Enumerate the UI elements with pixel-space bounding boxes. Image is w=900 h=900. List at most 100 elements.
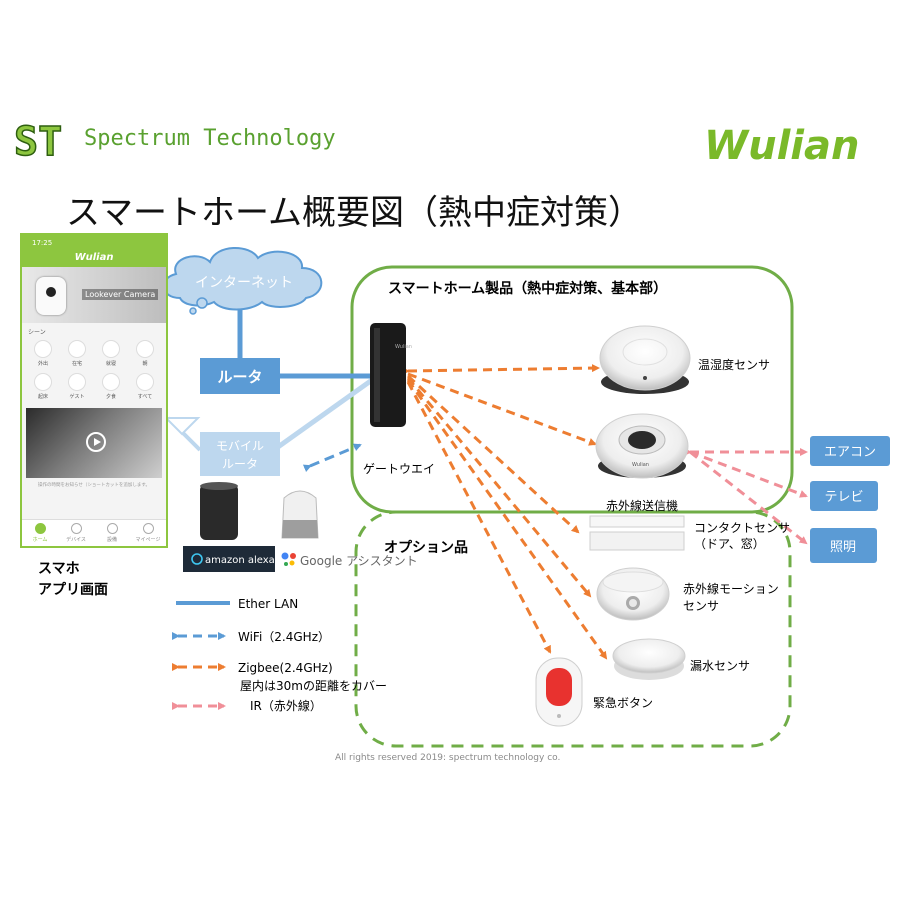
scene-item-label: 起床 (37, 394, 48, 400)
scene-item-label: 在宅 (71, 361, 82, 367)
tab-label: ホーム (32, 537, 48, 543)
ir-links (684, 448, 808, 545)
legend-ether-label: Ether LAN (238, 597, 298, 611)
antenna-icon (163, 417, 201, 436)
ir-link-light (689, 450, 808, 545)
scene-item[interactable]: 夕食 (94, 373, 128, 400)
zigbee-link-leak (406, 379, 608, 660)
scene-item[interactable]: 在宅 (60, 340, 94, 367)
temp-sensor-label: 温湿度センサ (698, 357, 770, 372)
play-icon[interactable] (86, 432, 106, 452)
scene-icon (34, 373, 52, 391)
wulian-logo: Wulian (704, 123, 860, 169)
tab-label: マイページ (135, 537, 161, 543)
motion-sensor-label-1: 赤外線モーション (683, 581, 779, 596)
scene-icon (68, 340, 86, 358)
appliance-tv-label: テレビ (824, 490, 863, 505)
equipment-icon (106, 523, 118, 534)
camera-banner[interactable]: Lookever Camera (22, 267, 166, 323)
scene-item-label: 夕食 (105, 394, 116, 400)
legend-ir-label: IR（赤外線） (250, 698, 322, 713)
camera-video[interactable] (26, 408, 162, 478)
google-home-icon (281, 490, 319, 539)
scene-label: シーン (28, 329, 46, 336)
tab-equipment[interactable]: 設備 (94, 520, 130, 546)
wifi-link-speakers (302, 443, 362, 473)
appliance-aircon (810, 436, 890, 466)
camera-lens-icon (46, 287, 56, 297)
devices-icon (70, 523, 82, 534)
alexa-label: amazon alexa (205, 555, 275, 566)
tab-label: デバイス (66, 537, 86, 543)
scene-grid: 外出 在宅 就寝 朝 起床 ゲスト 夕食 すべて (22, 338, 166, 402)
scene-icon (136, 373, 154, 391)
ir-link-tv (689, 450, 808, 498)
router-box (200, 358, 280, 394)
appliance-tv (810, 481, 878, 511)
contact-sensor-label-2: （ドア、窓） (694, 536, 765, 551)
zigbee-link-temp (401, 364, 600, 376)
home-icon (34, 523, 46, 534)
app-tabbar: ホーム デバイス 設備 マイページ (22, 519, 166, 546)
zigbee-link-ir (407, 372, 597, 446)
google-assistant-label: Google アシスタント (300, 554, 418, 568)
option-products-box (354, 510, 792, 748)
scene-item[interactable]: 起床 (26, 373, 60, 400)
motion-sensor (596, 567, 670, 621)
legend-zigbee-label-2: 屋内は30mの距離をカバー (240, 679, 387, 693)
main-products-label: スマートホーム製品（熱中症対策、基本部） (388, 280, 667, 297)
scene-item[interactable]: すべて (128, 373, 162, 400)
emergency-button (535, 657, 583, 727)
ir-blaster-brand-label: Wulian (632, 462, 649, 468)
mobile-router-label-1: モバイル (216, 439, 264, 453)
internet-cloud: インターネット (162, 246, 323, 315)
option-products-label: オプション品 (384, 540, 468, 556)
gateway-label: ゲートウエイ (363, 462, 435, 476)
zigbee-link-emergency (406, 381, 552, 654)
scene-icon (34, 340, 52, 358)
appliance-light-label: 照明 (830, 540, 856, 555)
zigbee-link-contact (406, 374, 580, 534)
footer-copyright: All rights reserved 2019: spectrum techn… (335, 753, 560, 763)
alexa-badge (183, 546, 275, 572)
user-icon (142, 523, 154, 534)
tab-home[interactable]: ホーム (22, 520, 58, 546)
tab-mypage[interactable]: マイページ (130, 520, 166, 546)
scene-item[interactable]: 外出 (26, 340, 60, 367)
motion-sensor-label-2: センサ (683, 599, 719, 613)
scene-icon (136, 340, 154, 358)
legend: Ether LAN WiFi（2.4GHz） Zigbee(2.4GHz) 屋内… (172, 597, 387, 713)
zigbee-links (401, 364, 608, 660)
mobile-router-box (200, 432, 280, 476)
scene-icon (68, 373, 86, 391)
scene-icon (102, 373, 120, 391)
internet-label: インターネット (195, 275, 293, 291)
scene-item-label: 就寝 (105, 361, 116, 367)
legend-zigbee-label-1: Zigbee(2.4GHz) (238, 661, 333, 675)
main-products-box (350, 265, 794, 514)
st-logo: ST (13, 118, 63, 166)
page-title: スマートホーム概要図（熱中症対策） (66, 193, 642, 233)
app-status-time: 17:25 (32, 239, 53, 247)
scene-item-label: 朝 (142, 361, 148, 367)
scene-item[interactable]: 就寝 (94, 340, 128, 367)
tab-devices[interactable]: デバイス (58, 520, 94, 546)
router-label: ルータ (217, 368, 262, 386)
scene-item-label: ゲスト (69, 394, 85, 400)
google-assistant-icon (281, 552, 296, 566)
zigbee-link-motion (406, 377, 592, 598)
temp-humidity-sensor (599, 325, 691, 394)
ir-blaster-label: 赤外線送信機 (606, 498, 678, 513)
mobile-router-label-2: ルータ (222, 457, 258, 471)
scene-item-label: すべて (137, 394, 153, 400)
gateway-brand-label: Wulian (395, 344, 412, 350)
amazon-echo-icon (200, 482, 238, 540)
scene-item[interactable]: ゲスト (60, 373, 94, 400)
scene-item[interactable]: 朝 (128, 340, 162, 367)
appliance-aircon-label: エアコン (824, 445, 876, 460)
gateway-device: Wulian (370, 323, 412, 427)
phone-caption-1: スマホ (38, 561, 80, 577)
mobile-router-link (276, 377, 374, 450)
leak-sensor-label: 漏水センサ (690, 659, 750, 673)
